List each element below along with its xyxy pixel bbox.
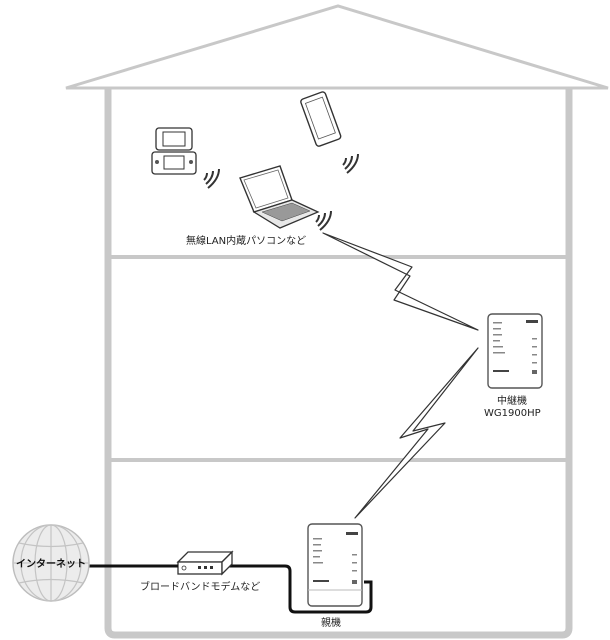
globe-icon [12,524,90,602]
laptop-icon [239,165,320,229]
lightning-link-icon [354,347,479,519]
base-router-icon [307,523,363,607]
house-roof [65,4,609,90]
repeater-name-label: 中継機 [497,394,527,407]
wifi-signal-icon [315,210,332,231]
wifi-signal-icon [203,168,220,189]
cable-modem-to-base [226,564,373,614]
game-console-icon [151,127,197,175]
wifi-signal-icon [342,153,359,174]
house-body [104,88,573,639]
modem-label: ブロードバンドモデムなど [140,580,260,593]
modem-icon [176,550,234,576]
lightning-link-icon [322,232,479,331]
laptop-label: 無線LAN内蔵パソコンなど [186,234,306,247]
tablet-icon [300,91,342,147]
base-station-label: 親機 [321,616,341,629]
internet-label: インターネット [16,558,86,570]
repeater-router-icon [487,313,543,389]
repeater-model-label: WG1900HP [484,408,541,419]
